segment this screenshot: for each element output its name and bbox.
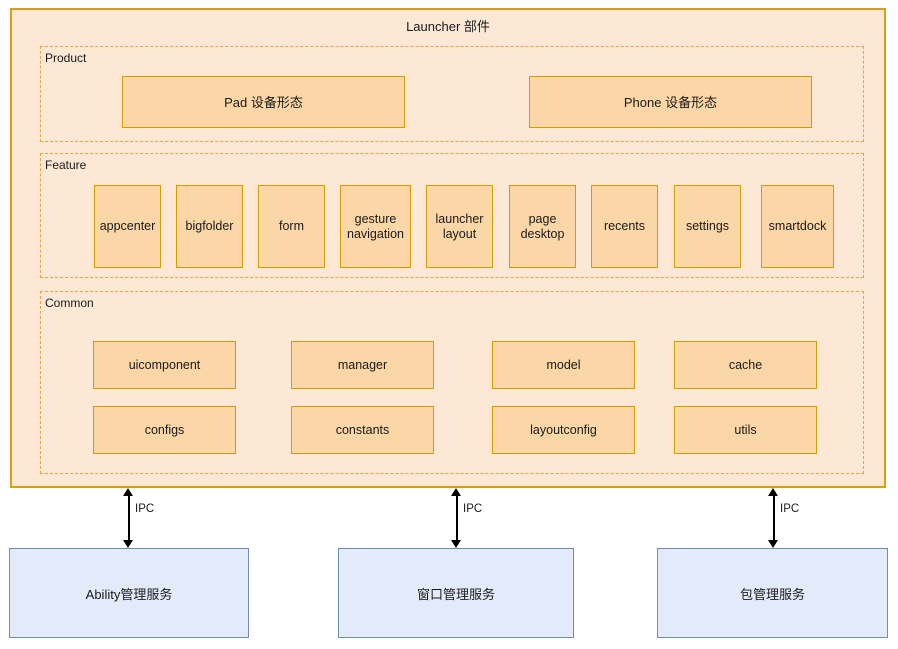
common-box-layoutconfig[interactable]: layoutconfig <box>492 406 635 454</box>
arrow-up-icon <box>123 488 133 496</box>
feature-box-appcenter[interactable]: appcenter <box>94 185 161 268</box>
common-box-constants[interactable]: constants <box>291 406 434 454</box>
common-box-configs[interactable]: configs <box>93 406 236 454</box>
ipc-line <box>456 493 458 543</box>
arrow-down-icon <box>451 540 461 548</box>
group-product: Product <box>40 46 864 142</box>
ipc-connector-ability: IPC <box>119 488 199 548</box>
arrow-up-icon <box>451 488 461 496</box>
feature-box-recents[interactable]: recents <box>591 185 658 268</box>
service-box-ability-manager[interactable]: Ability管理服务 <box>9 548 249 638</box>
arrow-down-icon <box>768 540 778 548</box>
service-box-package-manager[interactable]: 包管理服务 <box>657 548 888 638</box>
ipc-label: IPC <box>135 503 155 515</box>
feature-box-form[interactable]: form <box>258 185 325 268</box>
feature-box-page-desktop[interactable]: page desktop <box>509 185 576 268</box>
group-feature: Feature <box>40 153 864 278</box>
group-common: Common <box>40 291 864 474</box>
ipc-label: IPC <box>780 503 800 515</box>
product-box-phone[interactable]: Phone 设备形态 <box>529 76 812 128</box>
common-box-utils[interactable]: utils <box>674 406 817 454</box>
ipc-connector-package: IPC <box>764 488 844 548</box>
common-box-model[interactable]: model <box>492 341 635 389</box>
group-feature-label: Feature <box>45 158 87 172</box>
diagram-title: Launcher 部件 <box>406 19 490 34</box>
common-box-uicomponent[interactable]: uicomponent <box>93 341 236 389</box>
product-box-pad[interactable]: Pad 设备形态 <box>122 76 405 128</box>
feature-box-bigfolder[interactable]: bigfolder <box>176 185 243 268</box>
arrow-down-icon <box>123 540 133 548</box>
feature-box-gesture-navigation[interactable]: gesture navigation <box>340 185 411 268</box>
group-common-label: Common <box>45 296 94 310</box>
group-product-label: Product <box>45 51 87 65</box>
ipc-line <box>128 493 130 543</box>
arrow-up-icon <box>768 488 778 496</box>
feature-box-settings[interactable]: settings <box>674 185 741 268</box>
ipc-label: IPC <box>463 503 483 515</box>
common-box-manager[interactable]: manager <box>291 341 434 389</box>
service-box-window-manager[interactable]: 窗口管理服务 <box>338 548 574 638</box>
feature-box-launcher-layout[interactable]: launcher layout <box>426 185 493 268</box>
ipc-connector-window: IPC <box>447 488 527 548</box>
feature-box-smartdock[interactable]: smartdock <box>761 185 834 268</box>
launcher-container: Launcher 部件 Product Pad 设备形态 Phone 设备形态 … <box>10 8 886 488</box>
common-box-cache[interactable]: cache <box>674 341 817 389</box>
ipc-line <box>773 493 775 543</box>
